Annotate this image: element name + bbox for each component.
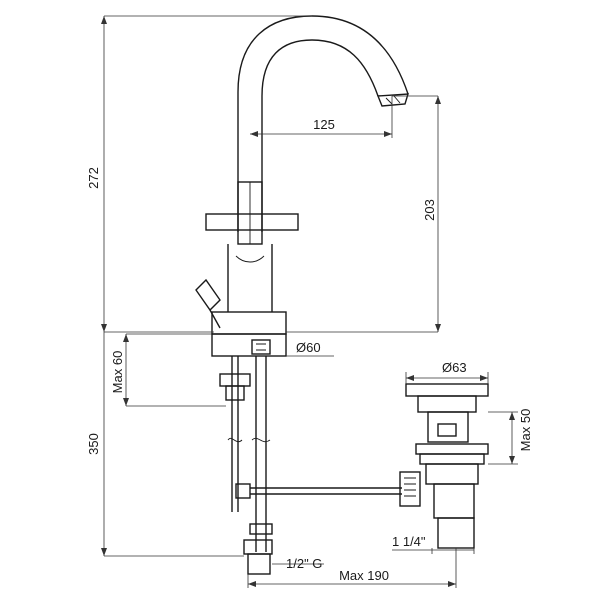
dimension-lines — [103, 15, 518, 588]
label-deck-hole: Ø60 — [296, 340, 321, 355]
label-max-deck-thickness: Max 60 — [110, 351, 125, 394]
under-deck-fittings — [219, 339, 402, 575]
label-below-deck-length: 350 — [86, 433, 101, 455]
faucet-body — [195, 15, 409, 357]
label-supply-thread: 1/2" G — [286, 556, 322, 571]
label-waste-thread: 1 1/4" — [392, 534, 426, 549]
waste-assembly — [399, 383, 489, 549]
label-height-total: 272 — [86, 167, 101, 189]
label-waste-diameter: Ø63 — [442, 360, 467, 375]
label-max-reach-below: Max 190 — [339, 568, 389, 583]
label-spout-reach: 125 — [313, 117, 335, 132]
label-waste-max: Max 50 — [518, 409, 533, 452]
dimension-arrowheads — [101, 16, 515, 587]
dimension-labels: 272 125 203 Ø60 Max 60 350 Ø63 Max 50 1 … — [86, 117, 533, 583]
label-spout-height: 203 — [422, 199, 437, 221]
